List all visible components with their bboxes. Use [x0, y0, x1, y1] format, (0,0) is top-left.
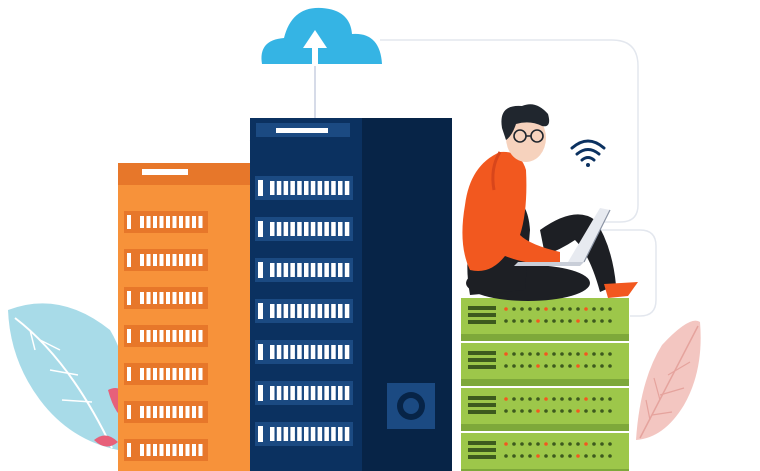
pink-leaf-plant: [636, 320, 701, 440]
orange-rack-slot: [124, 439, 208, 461]
orange-rack-slot: [124, 401, 208, 423]
navy-rack-slot: [255, 217, 353, 241]
navy-rack-slot: [255, 340, 353, 364]
navy-rack-slot: [255, 258, 353, 282]
person-with-laptop: [462, 104, 638, 301]
orange-rack-slot: [124, 287, 208, 309]
green-server-unit: [461, 298, 629, 341]
green-server-stack: [461, 298, 629, 471]
fan-icon: [385, 381, 437, 431]
orange-rack-slot: [124, 211, 208, 233]
orange-server-rack: [118, 163, 250, 471]
laptop-icon: [514, 208, 611, 266]
navy-rack-slot: [255, 176, 353, 200]
green-server-unit: [461, 388, 629, 431]
wifi-icon: [570, 139, 606, 167]
navy-rack-slot: [255, 381, 353, 405]
orange-rack-slot: [124, 363, 208, 385]
cloud-upload-icon: [261, 7, 382, 66]
green-server-unit: [461, 343, 629, 386]
green-server-unit: [461, 433, 629, 471]
navy-rack-slot: [255, 422, 353, 446]
navy-rack-slot: [255, 299, 353, 323]
blue-leaf-plant: [8, 303, 128, 450]
navy-server-rack: [250, 118, 452, 471]
orange-rack-slot: [124, 249, 208, 271]
orange-rack-slot: [124, 325, 208, 347]
